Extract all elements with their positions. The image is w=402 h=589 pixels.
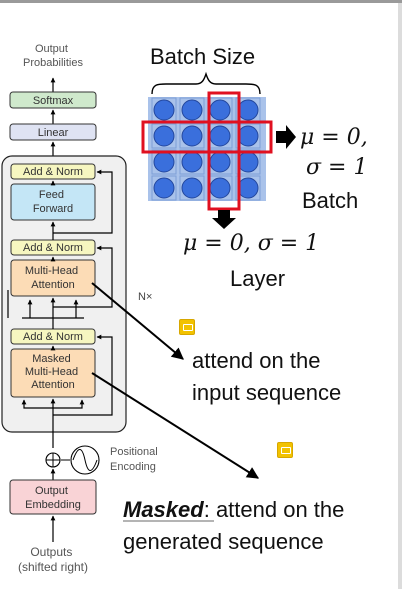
batch-arrow <box>276 125 296 149</box>
comment-icon[interactable] <box>179 319 195 335</box>
grid-node <box>237 151 259 173</box>
grid-node <box>209 125 231 147</box>
batch-grid <box>151 97 261 201</box>
grid-node <box>237 99 259 121</box>
comment-icon[interactable] <box>277 442 293 458</box>
grid-node <box>209 99 231 121</box>
grid-node <box>181 151 203 173</box>
masked-arrow <box>91 372 260 479</box>
grid-node <box>181 177 203 199</box>
grid-node <box>237 177 259 199</box>
top-border <box>0 0 402 3</box>
layer-highlight-column <box>207 91 241 211</box>
linear-label: Linear <box>38 127 69 139</box>
attend-input-text: attend on the input sequence <box>192 348 342 405</box>
grid-node <box>181 99 203 121</box>
batch-mu-equation: μ = 0, <box>300 125 368 150</box>
batch-highlight-row <box>141 120 273 154</box>
grid-node <box>209 177 231 199</box>
output-probabilities-label: Output Probabilities <box>23 43 83 69</box>
add-norm-label-middle: Add & Norm <box>23 242 83 254</box>
add-norm-label-bottom: Add & Norm <box>23 331 83 343</box>
positional-encoding-label: Positional Encoding <box>110 446 161 473</box>
softmax-box <box>9 91 97 109</box>
nx-label: N× <box>138 291 152 303</box>
outputs-label: Outputs (shifted right) <box>18 545 88 574</box>
batch-size-title: Batch Size <box>150 44 256 69</box>
grid-node <box>237 125 259 147</box>
batch-sigma-equation: σ = 1 <box>306 155 368 180</box>
output-embedding-label: Output Embedding <box>25 485 81 511</box>
grid-node <box>153 125 175 147</box>
add-norm-label-top: Add & Norm <box>23 166 83 178</box>
linear-box <box>9 123 97 141</box>
output-embedding-box <box>9 479 97 515</box>
add-norm-box-top <box>10 163 96 180</box>
batch-label: Batch <box>302 188 359 213</box>
scrollbar[interactable] <box>398 3 402 589</box>
grid-node <box>153 99 175 121</box>
batch-size-brace <box>151 71 261 95</box>
layer-label: Layer <box>230 266 286 291</box>
attend-input-arrow <box>91 282 184 360</box>
grid-node <box>153 177 175 199</box>
masked-keyword: Masked <box>123 497 204 522</box>
grid-node <box>153 151 175 173</box>
multi-head-attention-label: Multi-Head Attention <box>25 265 81 291</box>
layer-arrow <box>212 210 236 229</box>
layer-equation: μ = 0, σ = 1 <box>183 231 320 256</box>
feed-forward-label: Feed Forward <box>33 189 73 215</box>
transformer-decoder: Output Probabilities Softmax Linear Add … <box>1 43 161 574</box>
decoder-flow-arrows <box>7 169 113 448</box>
softmax-label: Softmax <box>33 95 74 107</box>
masked-attention-label: Masked Multi-Head Attention <box>25 353 81 391</box>
masked-text: Masked: attend on the generated sequence <box>123 497 345 554</box>
grid-node <box>181 125 203 147</box>
grid-node <box>209 151 231 173</box>
